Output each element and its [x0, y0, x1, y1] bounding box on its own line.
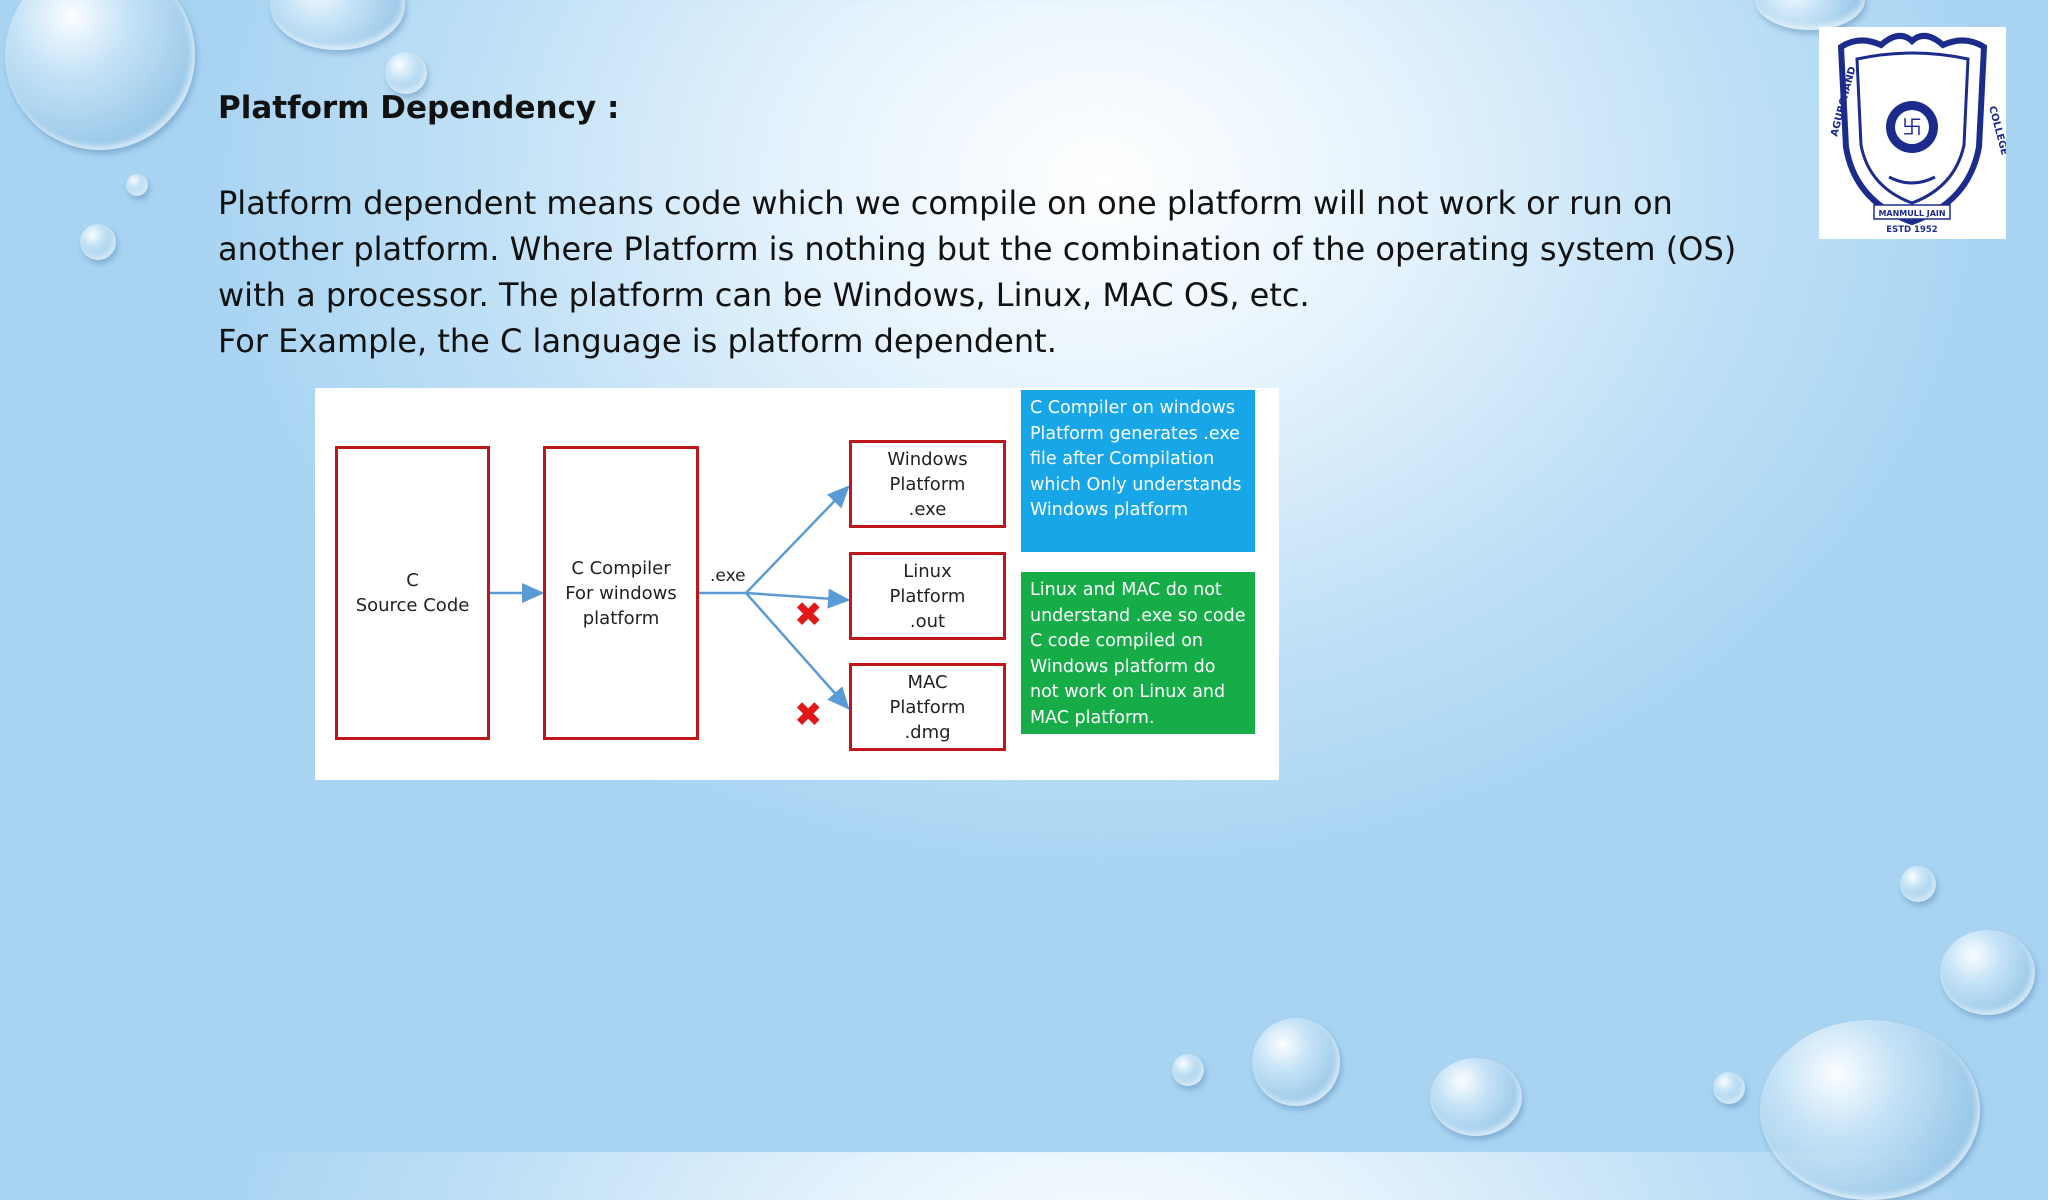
water-drop-decoration	[1252, 1018, 1340, 1106]
college-crest-icon: 卐 AGURCHAND COLLEGE MANMULL JAIN ESTD 19…	[1829, 32, 2010, 235]
linux-cross-icon: ✖	[794, 595, 823, 635]
definition-paragraph: Platform dependent means code which we c…	[218, 184, 1737, 314]
linux-mac-explanation-note: Linux and MAC do not understand .exe so …	[1021, 572, 1255, 734]
water-drop-decoration	[5, 0, 195, 150]
exe-label: .exe	[710, 566, 746, 586]
water-drop-decoration	[1755, 0, 1865, 30]
college-logo: 卐 AGURCHAND COLLEGE MANMULL JAIN ESTD 19…	[1819, 27, 2010, 239]
svg-text:COLLEGE: COLLEGE	[1986, 105, 2006, 157]
arrow-to-linux	[745, 588, 851, 609]
svg-text:MANMULL JAIN: MANMULL JAIN	[1878, 209, 1945, 218]
water-drop-decoration	[1900, 866, 1936, 902]
water-drop-decoration	[270, 0, 405, 50]
arrow-to-mac	[745, 592, 850, 710]
windows-explanation-note: C Compiler on windows Platform generates…	[1021, 390, 1255, 552]
water-drop-decoration	[1713, 1072, 1745, 1104]
water-drop-decoration	[1172, 1054, 1204, 1086]
water-drop-decoration	[1940, 930, 2035, 1015]
mac-cross-icon: ✖	[794, 695, 823, 735]
water-drop-decoration	[385, 52, 427, 94]
water-drop-decoration	[80, 224, 116, 260]
svg-text:ESTD 1952: ESTD 1952	[1886, 225, 1937, 235]
diagram-arrows	[490, 485, 851, 710]
arrow-to-windows	[745, 485, 850, 594]
svg-text:卐: 卐	[1902, 115, 1922, 139]
water-drop-decoration	[1760, 1020, 1980, 1200]
example-line: For Example, the C language is platform …	[218, 322, 1057, 360]
water-drop-decoration	[1430, 1058, 1522, 1136]
water-drop-decoration	[126, 174, 148, 196]
slide-body: Platform dependent means code which we c…	[218, 180, 1738, 364]
slide-title: Platform Dependency :	[218, 90, 620, 126]
